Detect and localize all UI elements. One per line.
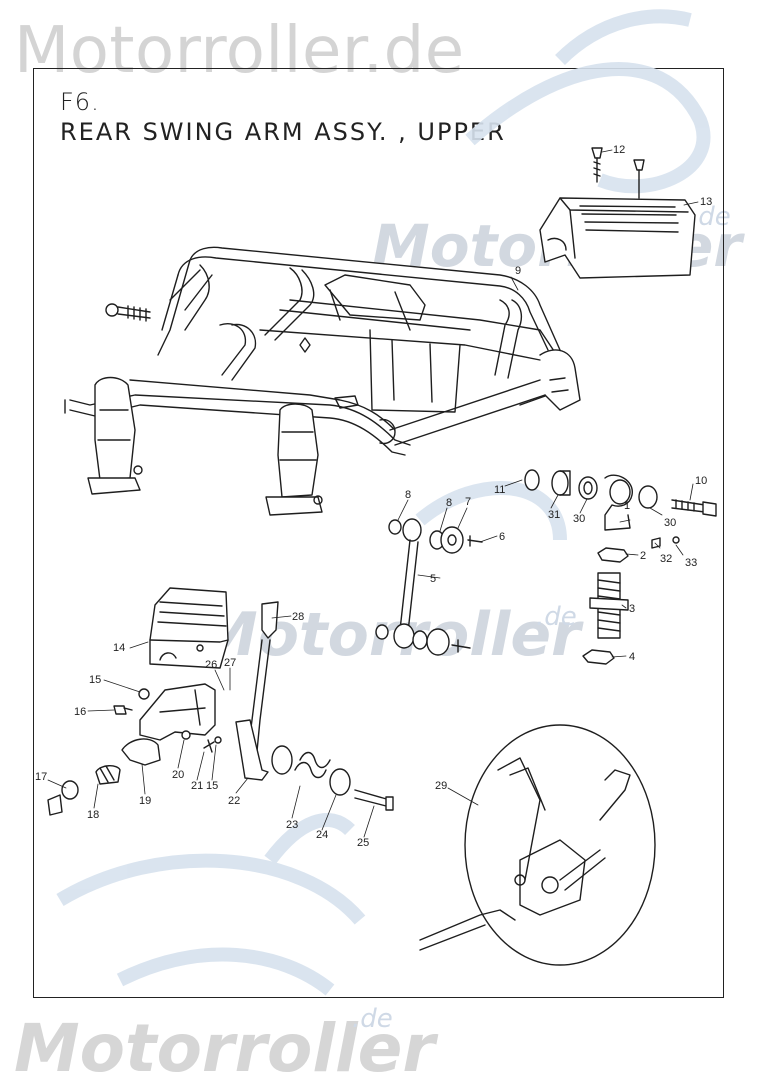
shift-lever — [235, 601, 279, 781]
part-label-27: 27 — [224, 657, 236, 669]
lever-cover — [149, 587, 229, 669]
adjuster-assembly — [582, 536, 680, 665]
part-label-4: 4 — [629, 651, 635, 663]
part-label-18: 18 — [87, 809, 99, 821]
part-label-3: 3 — [629, 603, 635, 615]
part-label-21: 21 — [191, 780, 203, 792]
figure-title: REAR SWING ARM ASSY. , UPPER — [60, 118, 506, 146]
bracket-assembly — [47, 683, 222, 816]
part-label-20: 20 — [172, 769, 184, 781]
part-label-6: 6 — [499, 531, 505, 543]
watermark-bottom-tld: .de — [352, 1004, 393, 1034]
watermark-center-tld: .de — [536, 602, 577, 632]
pivot-assembly — [524, 469, 717, 531]
part-label-12: 12 — [613, 144, 625, 156]
leader-lines — [47, 149, 699, 838]
diagram-frame — [33, 68, 724, 998]
part-label-24: 24 — [316, 829, 328, 841]
part-label-29: 29 — [435, 780, 447, 792]
part-label-13: 13 — [700, 196, 712, 208]
part-label-9: 9 — [515, 265, 521, 277]
part-label-15a: 15 — [89, 674, 101, 686]
part-label-26: 26 — [205, 659, 217, 671]
part-label-32: 32 — [660, 553, 672, 565]
part-label-7: 7 — [465, 496, 471, 508]
part-label-5: 5 — [430, 573, 436, 585]
watermark-bottom: Motorroller — [14, 1010, 435, 1087]
frame-bolt — [105, 303, 151, 322]
link-rod — [375, 518, 483, 656]
part-label-2: 2 — [640, 550, 646, 562]
part-label-19: 19 — [139, 795, 151, 807]
cover-bolts — [591, 147, 645, 199]
part-label-8b: 8 — [446, 497, 452, 509]
part-label-8a: 8 — [405, 489, 411, 501]
part-label-15b: 15 — [206, 780, 218, 792]
detail-view — [419, 724, 656, 966]
part-label-30b: 30 — [664, 517, 676, 529]
part-label-30a: 30 — [573, 513, 585, 525]
top-cover — [539, 197, 696, 279]
watermark-scooter-graphics — [56, 9, 711, 996]
part-label-23: 23 — [286, 819, 298, 831]
part-label-14: 14 — [113, 642, 125, 654]
figure-code: F6. — [60, 88, 100, 116]
part-label-11: 11 — [494, 484, 505, 496]
part-label-17: 17 — [35, 771, 47, 783]
part-label-1: 1 — [624, 500, 630, 512]
part-label-28: 28 — [292, 611, 304, 623]
part-label-33: 33 — [685, 557, 697, 569]
part-label-25: 25 — [357, 837, 369, 849]
spring-assembly — [271, 745, 394, 811]
watermark-top: Motorroller.de — [14, 14, 465, 88]
part-label-22: 22 — [228, 795, 240, 807]
part-label-31: 31 — [548, 509, 560, 521]
part-label-10: 10 — [695, 475, 707, 487]
part-label-16: 16 — [74, 706, 86, 718]
swing-arm-frame — [64, 246, 581, 516]
